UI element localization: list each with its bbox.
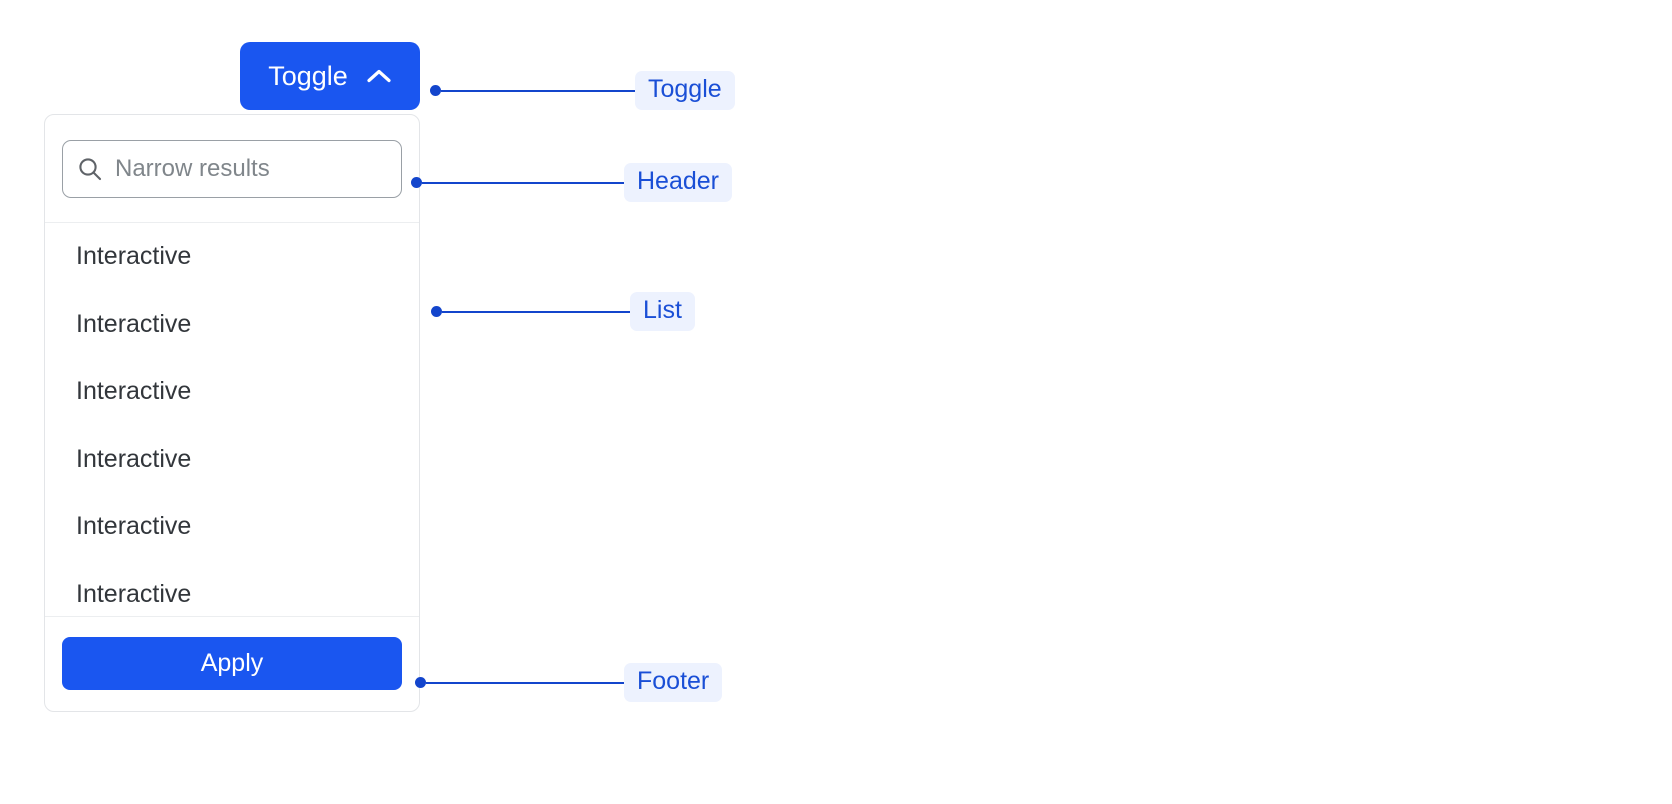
- annotation-dot: [411, 177, 422, 188]
- dropdown-header: [45, 115, 419, 223]
- annotation-label: Footer: [624, 663, 723, 702]
- list-item[interactable]: Interactive: [76, 309, 192, 338]
- search-icon: [77, 156, 103, 182]
- annotation-label: Header: [624, 163, 732, 202]
- list-item[interactable]: Interactive: [76, 377, 192, 406]
- annotation-line: [422, 181, 626, 184]
- apply-button[interactable]: Apply: [62, 637, 402, 690]
- list-item[interactable]: Interactive: [76, 512, 192, 541]
- chevron-up-icon: [366, 68, 392, 84]
- list-item[interactable]: Interactive: [76, 444, 192, 473]
- annotation-header: Header: [411, 163, 732, 202]
- annotation-line: [426, 681, 626, 684]
- toggle-button-label: Toggle: [268, 60, 348, 91]
- list-item[interactable]: Interactive: [76, 242, 192, 271]
- toggle-button[interactable]: Toggle: [240, 42, 420, 110]
- annotation-footer: Footer: [415, 663, 723, 702]
- dropdown-list: Interactive Interactive Interactive Inte…: [45, 223, 419, 616]
- annotation-line: [441, 89, 637, 92]
- annotation-dot: [430, 85, 441, 96]
- dropdown-panel: Interactive Interactive Interactive Inte…: [44, 114, 420, 712]
- annotation-line: [442, 310, 632, 313]
- annotation-dot: [415, 677, 426, 688]
- annotation-label: List: [630, 292, 695, 331]
- dropdown-footer: Apply: [45, 616, 419, 711]
- annotation-dot: [431, 306, 442, 317]
- annotation-toggle: Toggle: [430, 71, 735, 110]
- search-input[interactable]: [115, 155, 387, 183]
- search-field[interactable]: [62, 140, 402, 198]
- annotation-list: List: [431, 292, 695, 331]
- annotation-label: Toggle: [635, 71, 735, 110]
- list-item[interactable]: Interactive: [76, 579, 192, 608]
